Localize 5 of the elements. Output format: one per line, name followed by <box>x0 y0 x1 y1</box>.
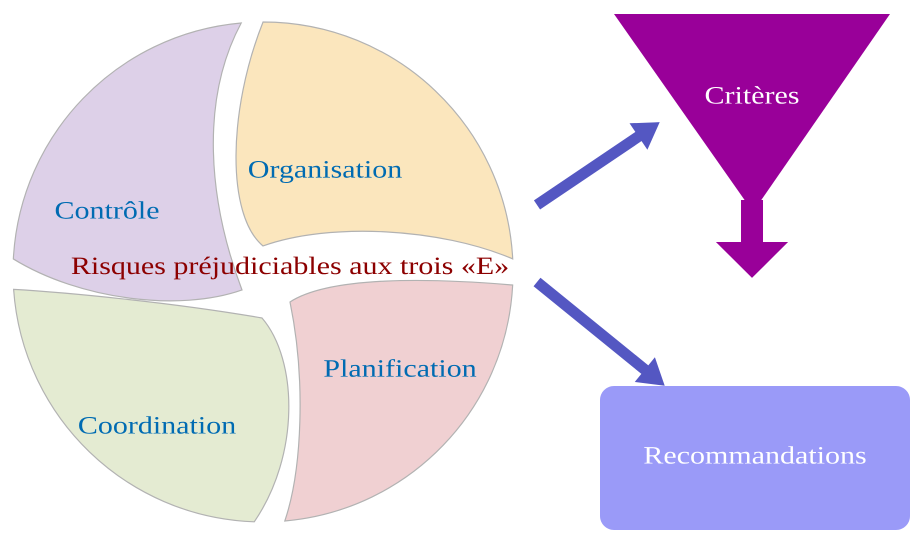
overlay-label: Risques préjudiciables aux trois «E» <box>72 256 508 280</box>
wheel-segment: Coordination <box>13 288 290 522</box>
funnel-triangle: Critères <box>614 14 890 212</box>
rounded-box: Recommandations <box>600 386 910 530</box>
wheel-segment: Planification <box>284 280 514 522</box>
